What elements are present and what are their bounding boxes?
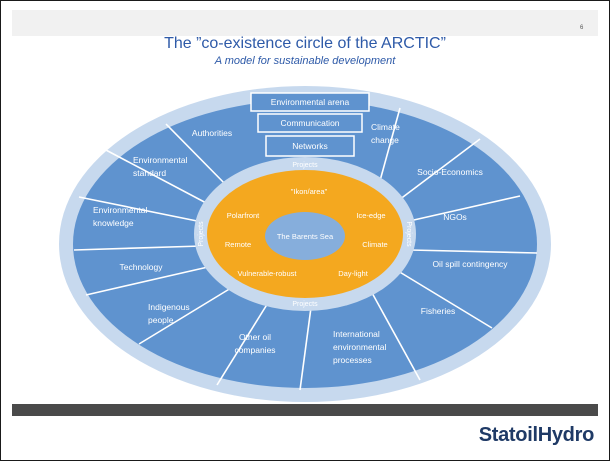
environmental-arena-box xyxy=(250,92,370,112)
page-number: 6 xyxy=(580,25,584,31)
core-item-ice-edge: Ice-edge xyxy=(356,211,385,220)
top-boxes: Environmental arena Communication Networ… xyxy=(250,92,370,157)
segment-label-ngos: NGOs xyxy=(443,212,467,222)
center-ellipse xyxy=(265,212,345,260)
core-item-remote: Remote xyxy=(225,240,251,249)
segment-label-socio-economics: Socio-Economics xyxy=(417,167,483,177)
core-item-polarfront: Polarfront xyxy=(227,211,260,220)
company-logo: StatoilHydro xyxy=(478,424,595,446)
segment-label-fisheries: Fisheries xyxy=(421,306,455,316)
core-item-day-light: Day-light xyxy=(338,269,369,278)
segment-label-oil-spill-contingency: Oil spill contingency xyxy=(432,259,508,269)
top-box-label: Communication xyxy=(280,118,339,128)
footer-band xyxy=(12,404,598,416)
communication-box xyxy=(257,113,363,133)
core-item-climate: Climate xyxy=(362,240,387,249)
center-label: The Barents Sea xyxy=(277,232,334,241)
projects-label-right: Projects xyxy=(405,221,412,247)
slide-title: The ”co-existence circle of the ARCTIC” xyxy=(164,35,446,52)
header-band xyxy=(12,10,598,36)
projects-label-left: Projects xyxy=(198,221,205,247)
networks-box xyxy=(265,135,355,157)
core-item-vulnerable-robust: Vulnerable-robust xyxy=(238,269,298,278)
slide-subtitle: A model for sustainable development xyxy=(214,55,396,67)
top-box-label: Networks xyxy=(292,141,327,151)
segment-label-authorities: Authorities xyxy=(192,128,232,138)
projects-labels: Projects Projects Projects Projects xyxy=(198,162,412,308)
projects-label-bottom: Projects xyxy=(292,301,318,308)
segment-dividers xyxy=(73,107,538,391)
projects-label-top: Projects xyxy=(292,162,318,169)
segment-label-technology: Technology xyxy=(119,262,163,272)
core-items: ”Ikon/area” Polarfront Ice-edge Remote C… xyxy=(225,187,388,278)
core-item-ikon-area: ”Ikon/area” xyxy=(291,187,328,196)
top-box-label: Environmental arena xyxy=(271,97,350,107)
